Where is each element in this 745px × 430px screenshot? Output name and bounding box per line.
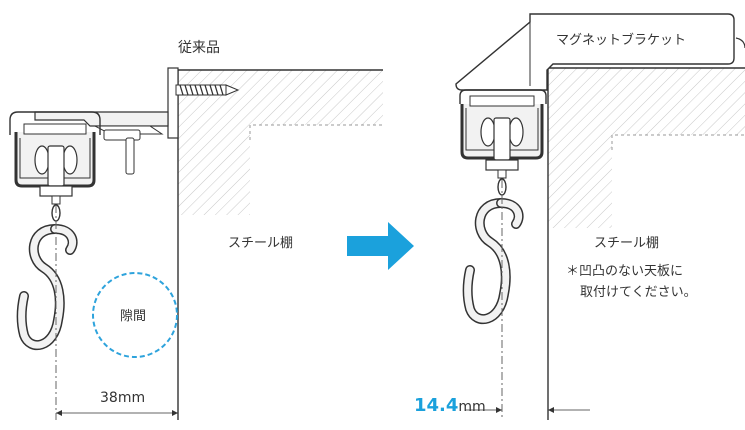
right-dimension <box>465 407 590 413</box>
left-wood-screw <box>167 67 240 139</box>
right-dimension-number: 14.4 <box>414 395 458 416</box>
left-title: 従来品 <box>178 40 220 56</box>
right-dimension-unit: mm <box>458 399 485 415</box>
bracket-label: マグネットブラケット <box>556 32 686 48</box>
right-arrow-icon <box>347 222 414 270</box>
note-line1: ＊凹凸のない天板に <box>566 264 683 279</box>
left-runner <box>34 145 78 205</box>
left-shelf-label: スチール棚 <box>228 236 293 251</box>
right-shelf-label: スチール棚 <box>594 236 659 251</box>
right-dimension-value: 14.4mm <box>414 395 486 416</box>
gap-label: 隙間 <box>120 309 146 324</box>
right-s-hook <box>462 178 524 324</box>
gap-circle <box>92 272 178 358</box>
magnet-bracket <box>455 13 745 91</box>
right-panel: マグネットブラケット スチール棚 ＊凹凸のない天板に 取付けてください <box>414 13 745 420</box>
note-line2: 取付けてください。 <box>580 285 697 300</box>
left-bracket-arm <box>34 111 169 175</box>
left-dimension <box>56 410 178 416</box>
right-runner <box>480 117 524 179</box>
left-s-hook <box>16 204 78 350</box>
left-dimension-value: 38mm <box>100 390 145 406</box>
left-panel: 従来品 <box>9 40 383 420</box>
